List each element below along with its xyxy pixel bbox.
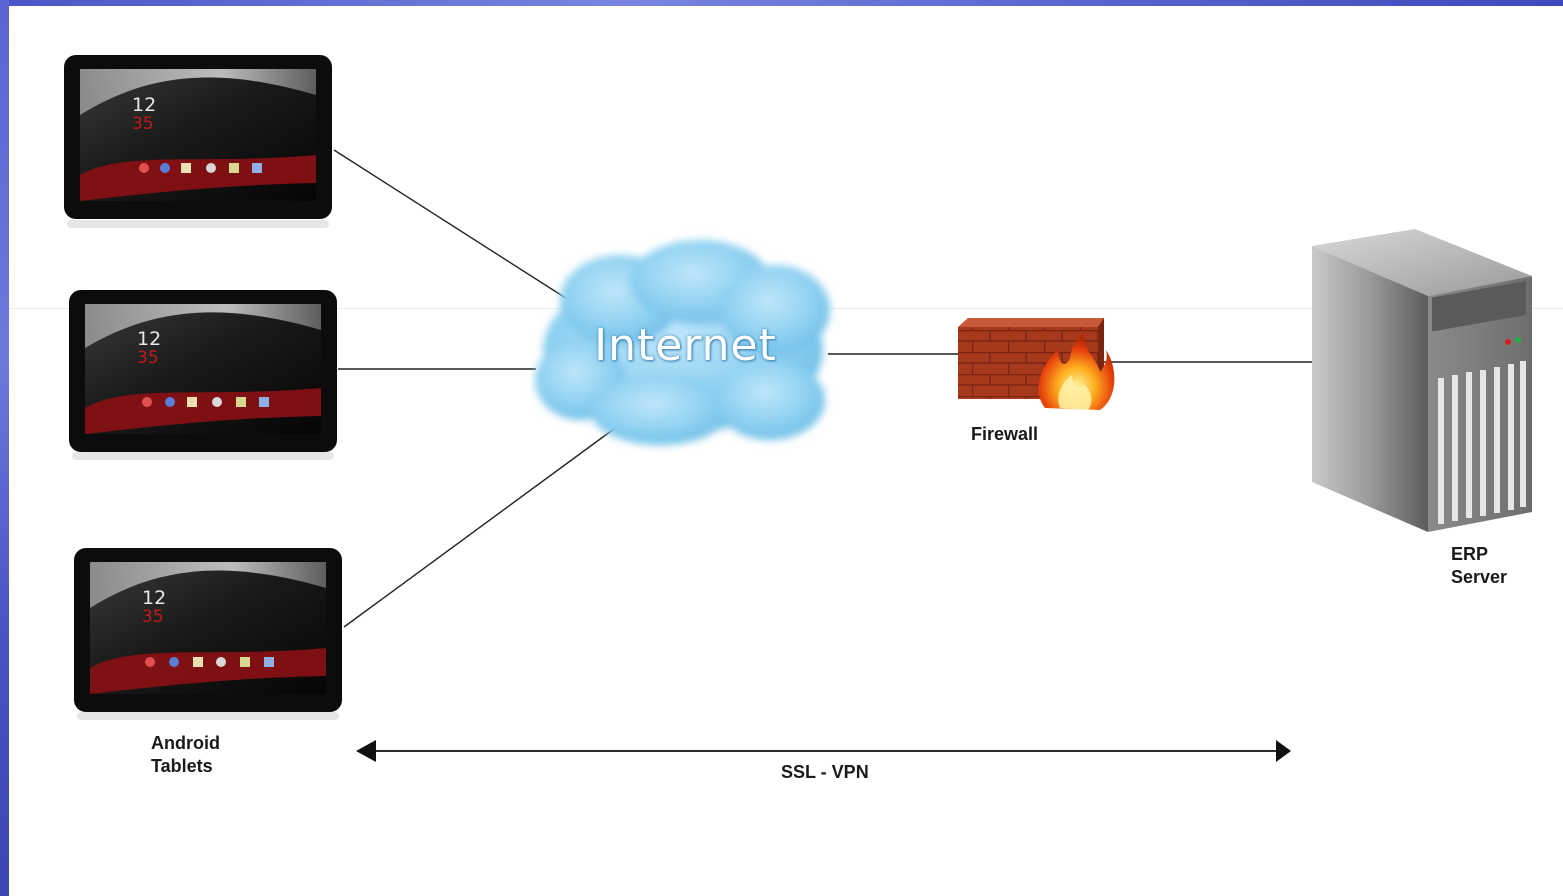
internet-label: Internet	[594, 320, 777, 371]
ssl-vpn-arrow-icon	[356, 740, 1291, 762]
slide-frame-top	[0, 0, 1563, 6]
ssl-vpn-label: SSL - VPN	[781, 762, 869, 782]
tablet-app-icons	[139, 163, 262, 173]
tablet-app-icons	[142, 397, 269, 407]
server-drive-slots	[1438, 361, 1526, 524]
svg-text:35: 35	[142, 607, 164, 627]
firewall-label: Firewall	[971, 424, 1039, 444]
tablet-clock-icon: 12	[132, 94, 156, 116]
internet-cloud-icon	[535, 240, 830, 445]
tablet-clock-icon: 12	[137, 328, 161, 350]
server-icon	[1312, 229, 1532, 532]
tablet-app-icons	[145, 657, 274, 667]
slide-frame-left	[0, 0, 9, 896]
link-tablet3-internet	[343, 422, 623, 628]
firewall-icon	[958, 318, 1115, 410]
tablet-clock-icon: 12	[142, 587, 166, 609]
svg-text:35: 35	[137, 348, 159, 368]
link-tablet1-internet	[333, 149, 587, 312]
tablets-label: Android Tablets	[151, 733, 220, 776]
tablet-1: 12 35	[64, 55, 332, 228]
tablet-3: 12 35	[74, 548, 342, 720]
tablet-2: 12 35	[69, 290, 337, 460]
connection-lines	[333, 149, 1312, 628]
server-label: ERP Server	[1451, 544, 1508, 587]
svg-text:35: 35	[132, 114, 154, 134]
